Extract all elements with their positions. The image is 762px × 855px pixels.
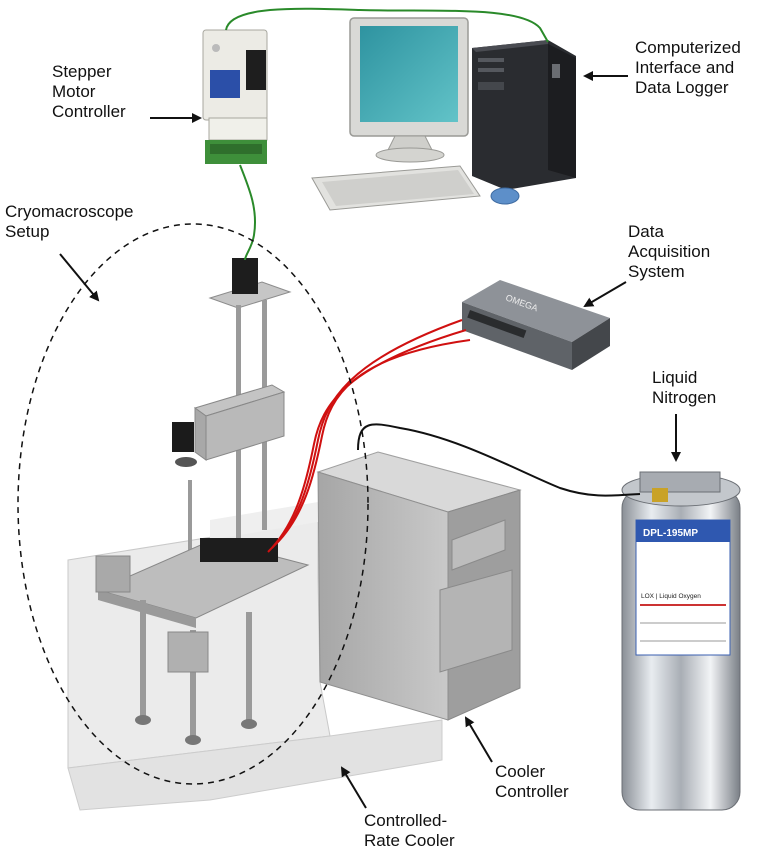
- label-line: Interface and: [635, 58, 735, 77]
- leader-arrows: [59, 71, 681, 809]
- cryomacroscope-rig-icon: [95, 258, 310, 745]
- dewar-icon: DPL-195MP LOX | Liquid Oxygen: [621, 471, 741, 811]
- computer-icon: [311, 17, 576, 211]
- dewar-label-text: LOX | Liquid Oxygen: [641, 593, 701, 600]
- label-line: Controller: [495, 782, 569, 801]
- label-line: Cryomacroscope: [5, 202, 134, 221]
- arrow-controlled-rate-cooler: [340, 766, 367, 809]
- signal-cables: [225, 7, 549, 261]
- arrow-cooler-controller: [464, 716, 493, 763]
- nitrogen-line: [357, 423, 641, 497]
- label-line: Stepper: [52, 62, 112, 81]
- label-data-acquisition-system: Data Acquisition System: [628, 222, 710, 282]
- label-line: Rate Cooler: [364, 831, 455, 850]
- label-computerized-interface: Computerized Interface and Data Logger: [635, 38, 741, 98]
- label-line: Motor: [52, 82, 96, 101]
- label-controlled-rate-cooler: Controlled- Rate Cooler: [364, 811, 455, 851]
- cryomacroscope-setup-outline: [17, 223, 369, 785]
- label-stepper-motor-controller: Stepper Motor Controller: [52, 62, 126, 122]
- stepper-controller-icon: [202, 29, 268, 164]
- daq-box-icon: OMEGA: [462, 280, 610, 370]
- arrow-cryomacroscope: [59, 253, 100, 302]
- label-line: Computerized: [635, 38, 741, 57]
- dewar-model-text: DPL-195MP: [643, 528, 698, 539]
- label-line: System: [628, 262, 685, 281]
- label-cooler-controller: Cooler Controller: [495, 762, 569, 802]
- label-line: Controlled-: [364, 811, 448, 830]
- label-line: Liquid: [652, 368, 698, 387]
- label-line: Acquisition: [628, 242, 711, 261]
- label-line: Controller: [52, 102, 126, 121]
- cooler-controller-icon: [316, 451, 522, 721]
- thermocouple-wires: [267, 319, 471, 553]
- label-line: Data: [628, 222, 664, 241]
- label-cryomacroscope-setup: Cryomacroscope Setup: [5, 202, 134, 242]
- label-line: Nitrogen: [652, 388, 717, 407]
- arrow-daq: [583, 281, 627, 308]
- label-line: Cooler: [495, 762, 546, 781]
- label-liquid-nitrogen: Liquid Nitrogen: [652, 368, 716, 408]
- label-line: Data Logger: [635, 78, 729, 97]
- label-line: Setup: [5, 222, 50, 241]
